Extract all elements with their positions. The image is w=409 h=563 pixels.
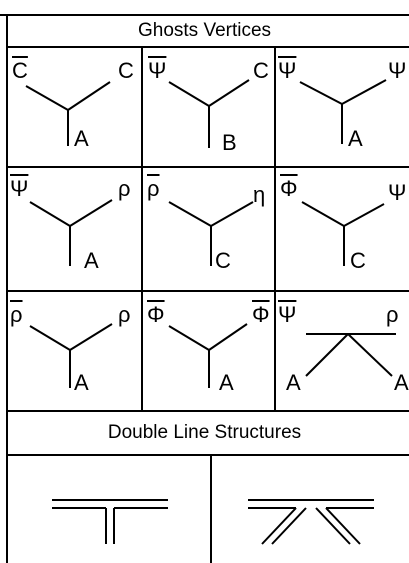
row3-divider <box>6 410 409 412</box>
vertex-3-top-right-label: Ψ <box>388 58 407 83</box>
vertex-4-graph <box>29 199 113 266</box>
four-point-vertex-bottom-left-label: A <box>286 370 301 395</box>
vertex-6-top-right-label: Ψ <box>388 180 407 205</box>
vertex-6-graph <box>301 201 385 266</box>
double-line-four-point-graph <box>248 499 374 545</box>
vertex-1-bottom-label: A <box>74 126 89 151</box>
vertex-5-graph <box>168 201 254 266</box>
col-divider-bottom <box>210 454 212 563</box>
vertex-1-top-left-label: C <box>12 58 28 83</box>
vertex-7-bottom-label: A <box>74 370 89 395</box>
section2-divider <box>6 454 409 456</box>
vertex-8-top-right-label: Φ <box>252 302 270 327</box>
vertex-1: C C A <box>8 48 141 166</box>
table-top-border <box>0 14 409 16</box>
four-point-vertex-graph <box>305 333 396 377</box>
vertex-7-top-left-label: ρ <box>10 302 23 327</box>
vertex-7-top-right-label: ρ <box>118 302 131 327</box>
vertex-5: ρ η C <box>143 168 274 290</box>
vertex-8-bottom-label: A <box>219 370 234 395</box>
vertex-3: Ψ Ψ A <box>276 48 409 166</box>
four-point-vertex-bottom-right-label: A <box>394 370 409 395</box>
double-line-three-point <box>8 456 210 563</box>
vertex-3-graph <box>299 79 387 144</box>
double-line-structures-title: Double Line Structures <box>107 422 302 443</box>
double-line-three-point-graph <box>52 499 168 544</box>
four-point-vertex-top-right-label: ρ <box>386 302 399 327</box>
vertex-8-graph <box>168 323 248 388</box>
vertex-5-top-left-label: ρ <box>147 176 160 201</box>
vertex-8-top-left-label: Φ <box>147 302 165 327</box>
vertex-6-top-left-label: Φ <box>280 176 298 201</box>
ghosts-vertices-title: Ghosts Vertices <box>137 20 272 41</box>
vertex-4-bottom-label: A <box>84 248 99 273</box>
vertex-2-graph <box>168 79 250 148</box>
col-divider-1 <box>141 46 143 412</box>
vertex-1-graph <box>25 81 111 146</box>
four-point-vertex: Ψ ρ A A <box>276 292 409 410</box>
vertex-4-top-left-label: Ψ <box>10 176 29 201</box>
vertex-1-top-right-label: C <box>118 58 134 83</box>
row2-divider <box>6 290 409 292</box>
vertex-4-top-right-label: ρ <box>118 176 131 201</box>
vertex-5-bottom-label: C <box>215 248 231 273</box>
row1-divider <box>6 166 409 168</box>
vertex-7-graph <box>29 323 113 388</box>
col-divider-2 <box>274 46 276 412</box>
table-left-border <box>6 14 8 563</box>
vertex-2-top-right-label: C <box>253 58 269 83</box>
vertex-2-top-left-label: Ψ <box>148 58 167 83</box>
four-point-vertex-top-left-label: Ψ <box>278 302 297 327</box>
vertex-2-bottom-label: B <box>222 130 237 155</box>
vertex-6-bottom-label: C <box>350 248 366 273</box>
vertex-3-bottom-label: A <box>348 126 363 151</box>
vertex-7: ρ ρ A <box>8 292 141 410</box>
vertex-4: Ψ ρ A <box>8 168 141 290</box>
vertex-5-top-right-label: η <box>253 182 266 207</box>
vertex-6: Φ Ψ C <box>276 168 409 290</box>
vertex-8: Φ Φ A <box>143 292 274 410</box>
double-line-four-point <box>212 456 409 563</box>
header-divider <box>6 46 409 48</box>
vertex-2: Ψ C B <box>143 48 274 166</box>
vertex-3-top-left-label: Ψ <box>278 58 297 83</box>
